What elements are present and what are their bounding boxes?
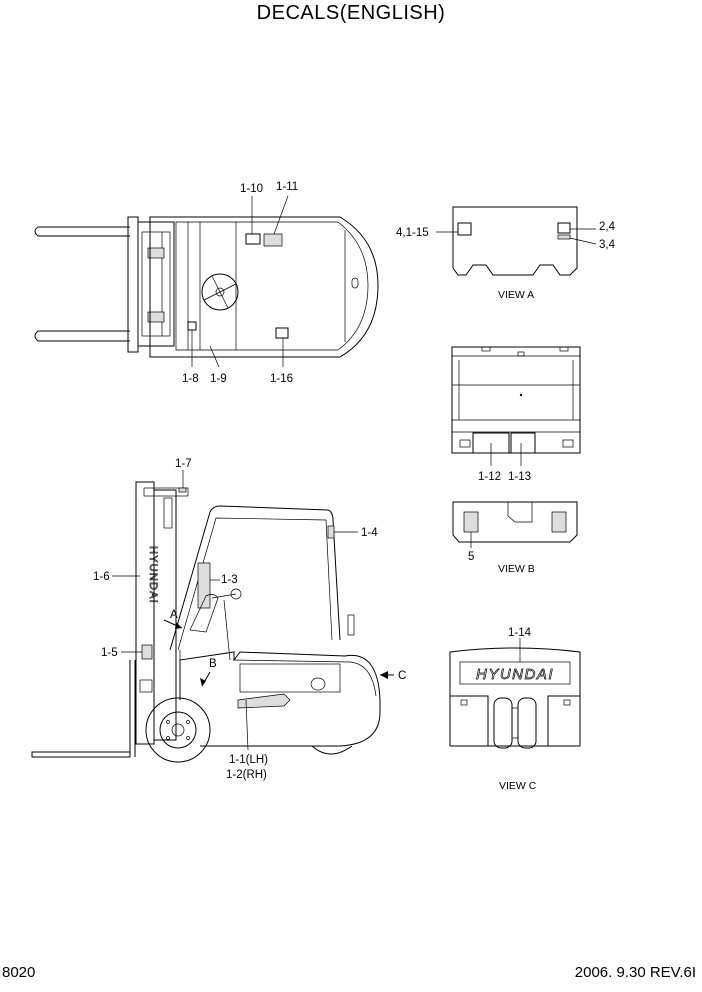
decal-1-11 [263,233,283,247]
view-c-label: VIEW C [499,780,537,792]
view-c-wheel-right [517,697,537,749]
steering-boot [189,594,219,633]
callout-1-14: 1-14 [508,627,532,639]
decal-5-left [463,511,479,533]
view-a [436,206,597,276]
side-view: HYUNDAI [31,470,394,763]
callout-1-1-lh: 1-1(LH) [229,754,268,766]
view-c-counterweight [449,647,581,747]
view-b [452,501,578,548]
callout-1-5: 1-5 [101,647,118,659]
front-wheel [145,697,211,763]
view-b-panel [452,501,578,543]
decal-1-14 [459,661,571,685]
callout-1-12: 1-12 [478,471,501,483]
rear-wheel [311,745,353,755]
view-b-label: VIEW B [498,563,535,575]
steering-wheel-top [201,273,239,311]
hyundai-brand-mark-c: HYUNDAI [476,666,554,683]
hyundai-brand-mark-mast: HYUNDAI [147,546,159,604]
truck-body-side [179,651,381,747]
callout-1-11: 1-11 [276,181,298,193]
callout-1-9: 1-9 [210,373,227,385]
fork-side [31,751,131,758]
overhead-guard [169,505,341,651]
panel-outline [451,346,581,454]
carriage [127,216,139,353]
decal-5-right [551,511,567,533]
callout-b: B [209,658,217,670]
callout-3-4: 3,4 [599,239,616,251]
decal-1-13 [510,432,536,454]
fork-lower [34,330,130,342]
callout-1-7: 1-7 [175,458,192,470]
decal-4-1-15 [457,222,472,236]
callout-1-2-rh: 1-2(RH) [226,769,267,781]
decal-1-8 [187,321,197,331]
mast-top [137,221,175,347]
decal-1-10 [245,233,261,245]
mast-side [135,481,155,745]
top-view [34,195,379,368]
page-title: DECALS(ENGLISH) [256,2,446,24]
decal-1-3 [197,562,211,609]
callout-c: C [398,670,406,682]
callout-1-6: 1-6 [93,571,110,583]
callout-1-13: 1-13 [508,471,531,483]
callout-1-16: 1-16 [270,373,293,385]
decal-1-7 [178,487,187,493]
callout-1-8: 1-8 [182,373,199,385]
decal-1-16 [275,327,289,339]
view-c: HYUNDAI [449,638,581,749]
callout-1-10: 1-10 [240,183,263,195]
view-c-wheel-left [493,697,513,749]
callout-2-4: 2,4 [599,221,616,233]
view-a-panel [452,206,578,276]
inner-mast [153,489,177,741]
revision-date: 2006. 9.30 REV.6I [574,964,696,981]
truck-body-outline [149,216,379,358]
decal-3-4 [557,234,571,240]
callout-1-3: 1-3 [221,574,238,586]
decal-2-4 [557,222,571,234]
overhead-guard-panel [451,346,581,466]
fork-upper [34,226,130,237]
decal-1-5 [141,644,153,660]
decal-1-1-body [237,693,291,709]
view-a-label: VIEW A [498,289,534,301]
decal-1-4 [327,525,335,539]
callout-1-4: 1-4 [361,527,378,539]
callout-5: 5 [468,551,474,563]
callout-a: A [170,609,178,621]
page-number: 8020 [2,964,36,981]
callout-4-1-15: 4,1-15 [396,227,429,239]
